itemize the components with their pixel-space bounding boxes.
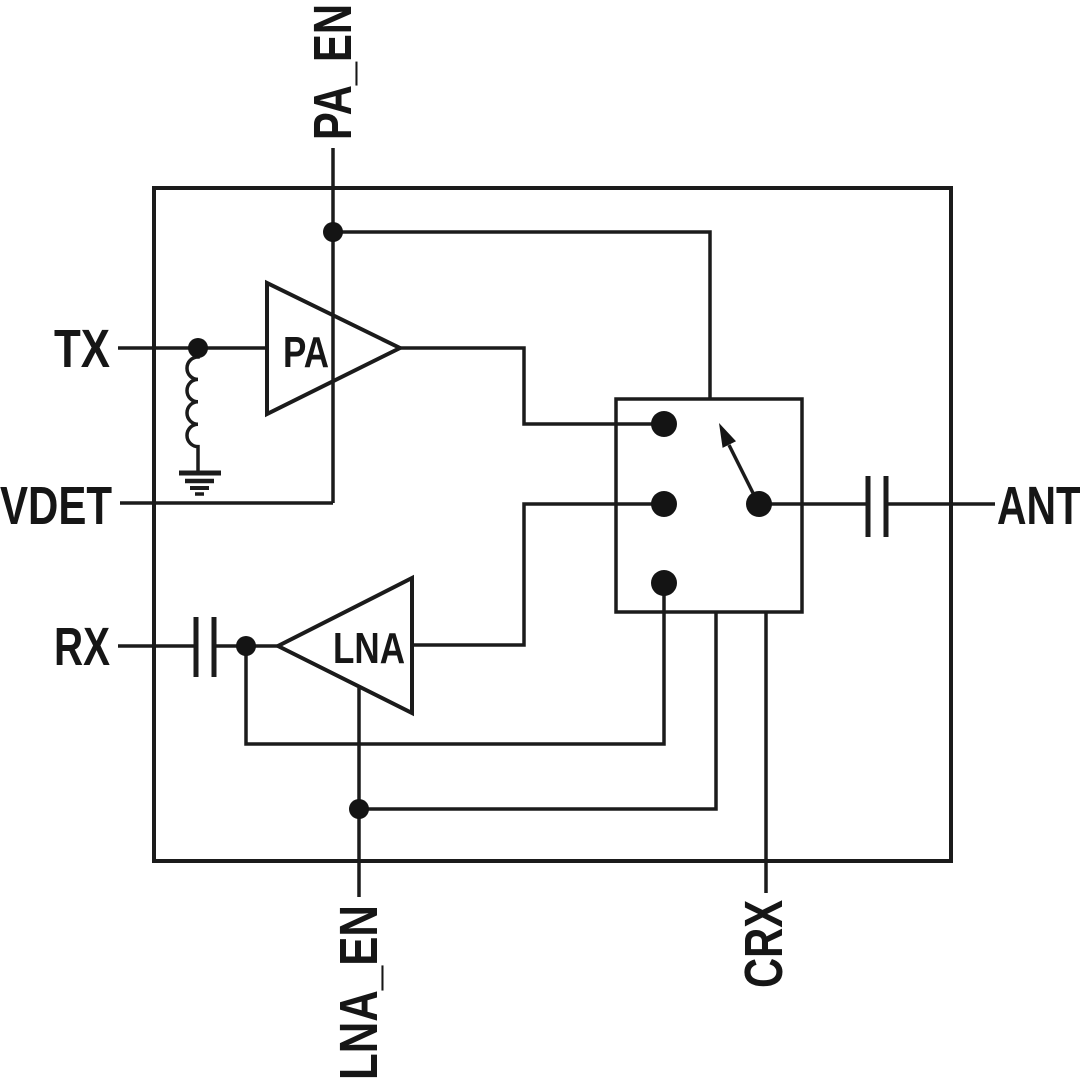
rx-coupling-capacitor <box>193 617 217 677</box>
switch-throw-dot-rx <box>651 570 677 596</box>
pin-label-tx: TX <box>54 319 110 379</box>
junction-dot-pa-en <box>323 222 343 242</box>
junction-dot-tx <box>188 338 208 358</box>
tx-shunt-inductor <box>185 348 200 471</box>
ground-symbol <box>179 470 221 496</box>
switch-pole-arrowhead-icon <box>719 423 736 448</box>
pin-label-crx: CRX <box>734 900 794 988</box>
switch-throw-dot-tx <box>651 411 677 437</box>
pin-label-lna-en: LNA_EN <box>329 905 389 1080</box>
pin-label-rx: RX <box>54 617 110 677</box>
wire-lna-en-to-switch <box>359 612 718 811</box>
wire-lna-output-to-switch <box>412 502 664 647</box>
junction-dot-rx <box>236 636 256 656</box>
ant-coupling-capacitor <box>865 476 889 537</box>
block-label-pa: PA <box>283 328 329 377</box>
switch-pole-arrow-shaft <box>727 444 755 494</box>
wire-rx-path-to-switch <box>244 583 666 746</box>
switch-throw-dot-lna <box>651 491 677 517</box>
switch-pole-dot <box>746 491 772 517</box>
pin-label-vdet: VDET <box>0 476 112 536</box>
junction-dot-lna-en <box>349 799 369 819</box>
pin-label-ant: ANT <box>997 476 1080 536</box>
pin-label-pa-en: PA_EN <box>303 4 363 140</box>
wire-pa-output-to-switch <box>400 346 664 426</box>
block-label-lna: LNA <box>333 624 405 673</box>
wire-pa-en-to-switch <box>333 230 712 399</box>
